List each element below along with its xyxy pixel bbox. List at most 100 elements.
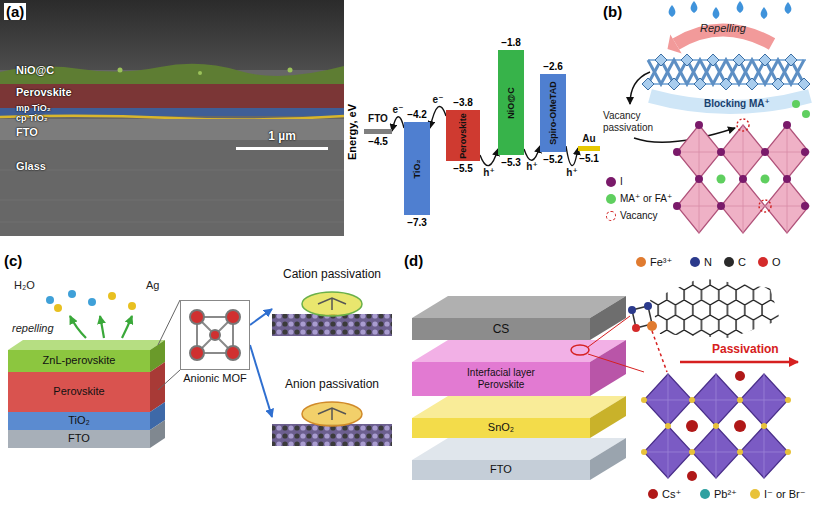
- node-label: Anionic MOF: [183, 372, 247, 385]
- node-label: TiO₂: [412, 159, 423, 178]
- energy-value: −7.3: [407, 217, 427, 229]
- panel-letter: (d): [404, 252, 423, 269]
- layer-slab: FTO: [412, 460, 590, 480]
- node-label: CS: [493, 322, 510, 336]
- layer-slab: CS: [412, 318, 590, 340]
- energy-bar: Spiro-OMeTAD: [540, 74, 566, 152]
- energy-value: −5.1: [579, 153, 599, 165]
- panel-letter: (c): [4, 252, 22, 269]
- node-label: Perovskite: [458, 113, 469, 159]
- mof-frame: Anionic MOF: [180, 300, 250, 370]
- connector: [566, 146, 578, 166]
- legend-label: Pb²⁺: [714, 488, 737, 500]
- layer-label: Glass: [16, 160, 46, 173]
- energy-value: −5.2: [543, 154, 563, 166]
- annotation: Blocking MA⁺: [704, 98, 770, 110]
- node-label: Perovskite: [53, 385, 104, 398]
- energy-bar: Perovskite: [446, 110, 480, 161]
- connector: [392, 117, 404, 131]
- legend-label: MA⁺ or FA⁺: [620, 193, 672, 205]
- connector: [430, 106, 446, 128]
- legend-swatch: [724, 257, 734, 267]
- species-label: Ag: [146, 279, 159, 292]
- node-label: Interfacial layer: [467, 367, 535, 379]
- node-label: Anion passivation: [285, 377, 379, 391]
- layer-slab: TiO₂: [8, 412, 150, 430]
- node-label: FTO: [68, 432, 90, 445]
- annotation: Passivation: [712, 343, 779, 357]
- anionic-mof-illustration: [8, 290, 392, 448]
- node-label: FTO: [364, 113, 392, 125]
- layer-label: NiO@C: [16, 64, 54, 77]
- legend-label: Cs⁺: [662, 488, 681, 500]
- node-label: Au: [578, 133, 600, 145]
- edge-label: e⁻: [432, 94, 445, 105]
- legend-swatch: [606, 177, 616, 187]
- energy-value: −5.3: [501, 157, 521, 169]
- layer-slab: FTO: [8, 430, 150, 448]
- legend-label: Vacancy: [620, 210, 658, 222]
- edge-label: e⁻: [392, 104, 405, 115]
- legend-label: I: [620, 176, 623, 188]
- energy-value: −4.5: [368, 136, 388, 148]
- energy-value: −5.5: [453, 163, 473, 175]
- node-label: Perovskite: [478, 379, 525, 391]
- edge-label: h⁺: [525, 161, 538, 172]
- energy-bar: TiO₂: [404, 122, 430, 215]
- legend-swatch: [750, 489, 760, 499]
- energy-level: Au: [578, 133, 600, 151]
- panel-letter: (b): [603, 3, 622, 20]
- energy-value: −3.8: [453, 97, 473, 109]
- energy-bar: NiO@C: [498, 50, 524, 155]
- layer-label: FTO: [16, 126, 38, 139]
- node-label: ZnL-perovskite: [43, 354, 116, 367]
- legend-label: O: [772, 256, 781, 268]
- scale-label: 1 µm: [268, 130, 296, 144]
- legend-swatch: [758, 257, 768, 267]
- layer-slab: ZnL-perovskite: [8, 350, 150, 372]
- layer-label: mp TiO₂: [16, 104, 51, 114]
- annotation: Vacancy passivation: [603, 110, 661, 133]
- connector: [250, 309, 272, 325]
- layer-slab: SnO₂: [412, 418, 590, 438]
- carbon-passivation-illustration: [412, 278, 798, 481]
- edge-label: h⁺: [565, 167, 578, 178]
- layer-slab: Interfacial layerPerovskite: [412, 362, 590, 396]
- legend-swatch: [606, 211, 616, 221]
- structure-image: Cation passivation: [272, 284, 392, 336]
- energy-value: −2.6: [543, 61, 563, 73]
- node-label: FTO: [490, 463, 512, 476]
- axis-title: Energy, eV: [346, 104, 359, 160]
- annotation: repelling: [12, 322, 54, 335]
- legend-swatch: [648, 489, 658, 499]
- structure-image: Anion passivation: [272, 394, 392, 446]
- edge-label: h⁺: [482, 167, 495, 178]
- legend-swatch: [700, 489, 710, 499]
- layer-label: cp TiO₂: [16, 114, 48, 124]
- legend-label: I⁻ or Br⁻: [764, 488, 806, 500]
- node-label: NiO@C: [506, 87, 517, 118]
- node-label: TiO₂: [68, 414, 90, 427]
- legend-label: N: [704, 256, 712, 268]
- panel-letter: (a): [4, 3, 26, 20]
- sem-image: [0, 0, 344, 236]
- legend-swatch: [690, 257, 700, 267]
- connector: [480, 149, 498, 166]
- energy-value: −1.8: [501, 37, 521, 49]
- energy-value: −4.2: [407, 109, 427, 121]
- legend-swatch: [606, 194, 616, 204]
- connector: [250, 345, 272, 417]
- node-label: SnO₂: [488, 421, 514, 434]
- species-label: H₂O: [14, 279, 35, 292]
- layer-label: Perovskite: [16, 86, 72, 99]
- layer-slab: Perovskite: [8, 372, 150, 412]
- node-label: Cation passivation: [283, 267, 381, 281]
- annotation: Repelling: [700, 22, 746, 35]
- legend-label: Fe³⁺: [650, 256, 672, 268]
- node-label: Spiro-OMeTAD: [548, 81, 559, 144]
- energy-level: FTO: [364, 113, 392, 134]
- legend-swatch: [636, 257, 646, 267]
- legend-label: C: [738, 256, 746, 268]
